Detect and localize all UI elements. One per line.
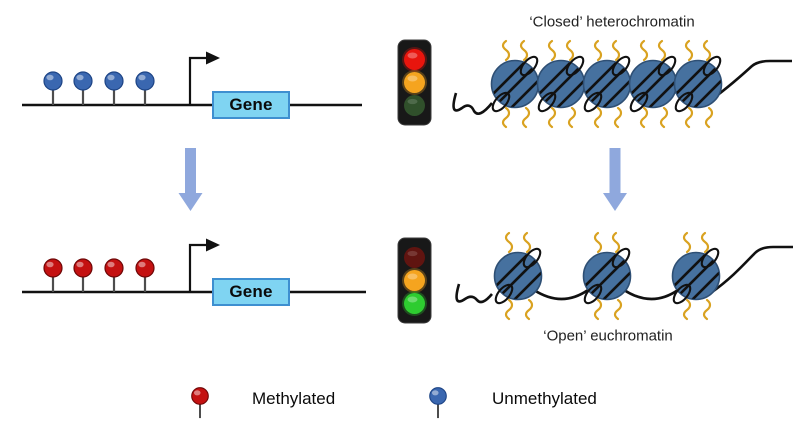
unmethylated-pin-icon [428,386,448,420]
open-euchromatin-label: ‘Open’ euchromatin [543,327,673,345]
dna-exit-strand [707,59,792,104]
closed-heterochromatin-label: ‘Closed’ heterochromatin [529,13,695,31]
methylated-pin-icon [190,386,210,420]
dna-exit-strand [711,245,793,294]
methylated-pin-icon [72,257,94,294]
unmethylated-pin-icon [72,70,94,107]
gene-box: Gene [212,91,290,119]
unmethylated-pin-icon [134,70,156,107]
transcription-start-arrow-icon [188,51,220,105]
transcription-start-arrow-icon [188,238,220,292]
dna-linker-strand [623,288,679,301]
dna-entry-strand [455,283,493,304]
bottom-gene-diagram [22,238,366,294]
down-arrow-left-icon [178,148,203,211]
dna-linker-strand [533,288,589,301]
legend-methylated-label: Methylated [252,389,336,408]
nucleosome-icon [664,233,731,319]
unmethylated-pin-icon [42,70,64,107]
unmethylated-pins [42,70,156,107]
methylated-pins [42,257,156,294]
gene-box: Gene [212,278,290,306]
methylated-pin-icon [42,257,64,294]
methylated-pin-icon [103,257,125,294]
open-euchromatin-diagram [455,233,793,319]
closed-heterochromatin-diagram [452,41,792,127]
nucleosome-icon [575,233,642,319]
dna-entry-strand [452,92,494,115]
traffic-light-go-icon [397,237,432,324]
methylated-pin-icon [134,257,156,294]
nucleosome-icon [666,41,733,127]
top-gene-diagram [22,51,362,107]
nucleosome-icon [486,233,553,319]
unmethylated-pin-icon [103,70,125,107]
traffic-light-stop-icon [397,39,432,126]
down-arrow-right-icon [603,148,627,211]
legend-unmethylated-label: Unmethylated [492,389,597,408]
